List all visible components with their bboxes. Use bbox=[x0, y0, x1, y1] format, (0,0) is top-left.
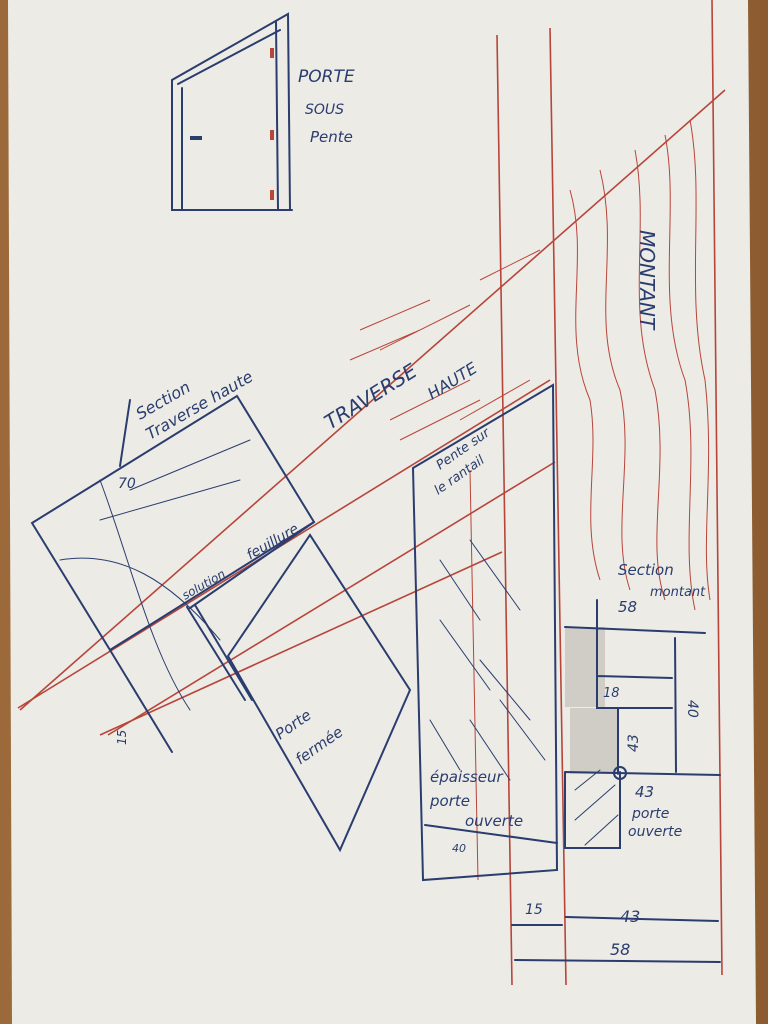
red-guide-lines bbox=[469, 0, 723, 986]
title-porte: PORTE bbox=[298, 67, 355, 87]
small-door-sketch bbox=[171, 12, 293, 211]
montant-section bbox=[564, 599, 721, 849]
label-epaisseur-1: épaisseur bbox=[430, 768, 503, 786]
label-epaisseur-2: porte bbox=[429, 792, 470, 810]
label-epaisseur-3: ouverte bbox=[465, 812, 523, 830]
dim-43-diag: 43 bbox=[626, 734, 642, 752]
dim-18: 18 bbox=[603, 686, 620, 701]
label-section-montant-1: Section bbox=[618, 561, 674, 579]
dim-43-bottom: 43 bbox=[620, 907, 640, 926]
dim-15-left: 15 bbox=[115, 730, 129, 745]
montant-wood bbox=[569, 119, 711, 611]
hatch-lines bbox=[429, 539, 546, 781]
dim-43-mid: 43 bbox=[635, 783, 654, 801]
traverse-section bbox=[30, 394, 316, 753]
dim-58-top: 58 bbox=[618, 598, 637, 616]
dim-58-bottom: 58 bbox=[610, 940, 630, 959]
label-porte-ouverte-1: porte bbox=[631, 806, 669, 822]
title-pente: Pente bbox=[310, 128, 353, 146]
dimension-lines bbox=[424, 824, 721, 963]
dim-40-bottom: 40 bbox=[452, 842, 466, 855]
label-montant: MONTANT bbox=[635, 230, 659, 331]
open-door-panel bbox=[411, 383, 559, 882]
dim-15-bottom: 15 bbox=[525, 902, 543, 918]
label-porte-ouverte-2: ouverte bbox=[628, 824, 682, 840]
label-section-montant-2: montant bbox=[650, 585, 706, 600]
closed-door bbox=[226, 533, 412, 853]
dim-40-side: 40 bbox=[684, 700, 700, 718]
title-sous: SOUS bbox=[305, 102, 344, 118]
dim-70: 70 bbox=[118, 476, 136, 492]
paper-sheet bbox=[8, 0, 756, 1024]
